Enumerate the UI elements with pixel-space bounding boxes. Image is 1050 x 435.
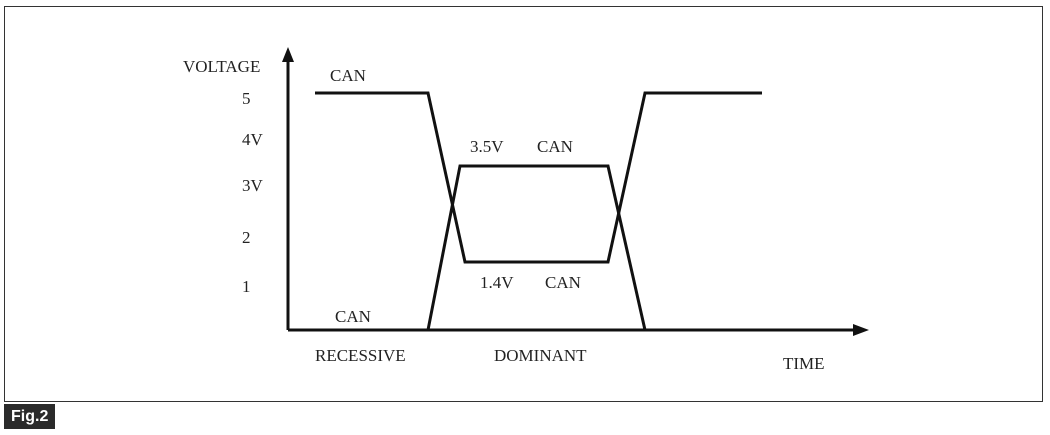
label-can-dominant-high: CAN: [537, 137, 573, 156]
label-can-top-high: CAN: [330, 66, 366, 85]
y-tick-2: 2: [242, 228, 251, 247]
label-3-5v: 3.5V: [470, 137, 504, 156]
x-axis-arrow-icon: [853, 324, 869, 336]
y-axis-title: VOLTAGE: [183, 57, 260, 76]
label-can-top-low: CAN: [335, 307, 371, 326]
label-dominant: DOMINANT: [494, 346, 587, 365]
label-can-dominant-low: CAN: [545, 273, 581, 292]
y-tick-3v: 3V: [242, 176, 264, 195]
label-1-4v: 1.4V: [480, 273, 514, 292]
y-tick-1: 1: [242, 277, 251, 296]
can-trace-b: [322, 164, 647, 332]
label-recessive: RECESSIVE: [315, 346, 406, 365]
figure-frame: [4, 6, 1043, 402]
can-trace-a: [315, 91, 762, 264]
y-axis-arrow-icon: [282, 47, 294, 62]
y-tick-4v: 4V: [242, 130, 264, 149]
figure-tag: Fig.2: [4, 404, 56, 429]
y-tick-5: 5: [242, 89, 251, 108]
x-axis-title: TIME: [783, 354, 825, 373]
